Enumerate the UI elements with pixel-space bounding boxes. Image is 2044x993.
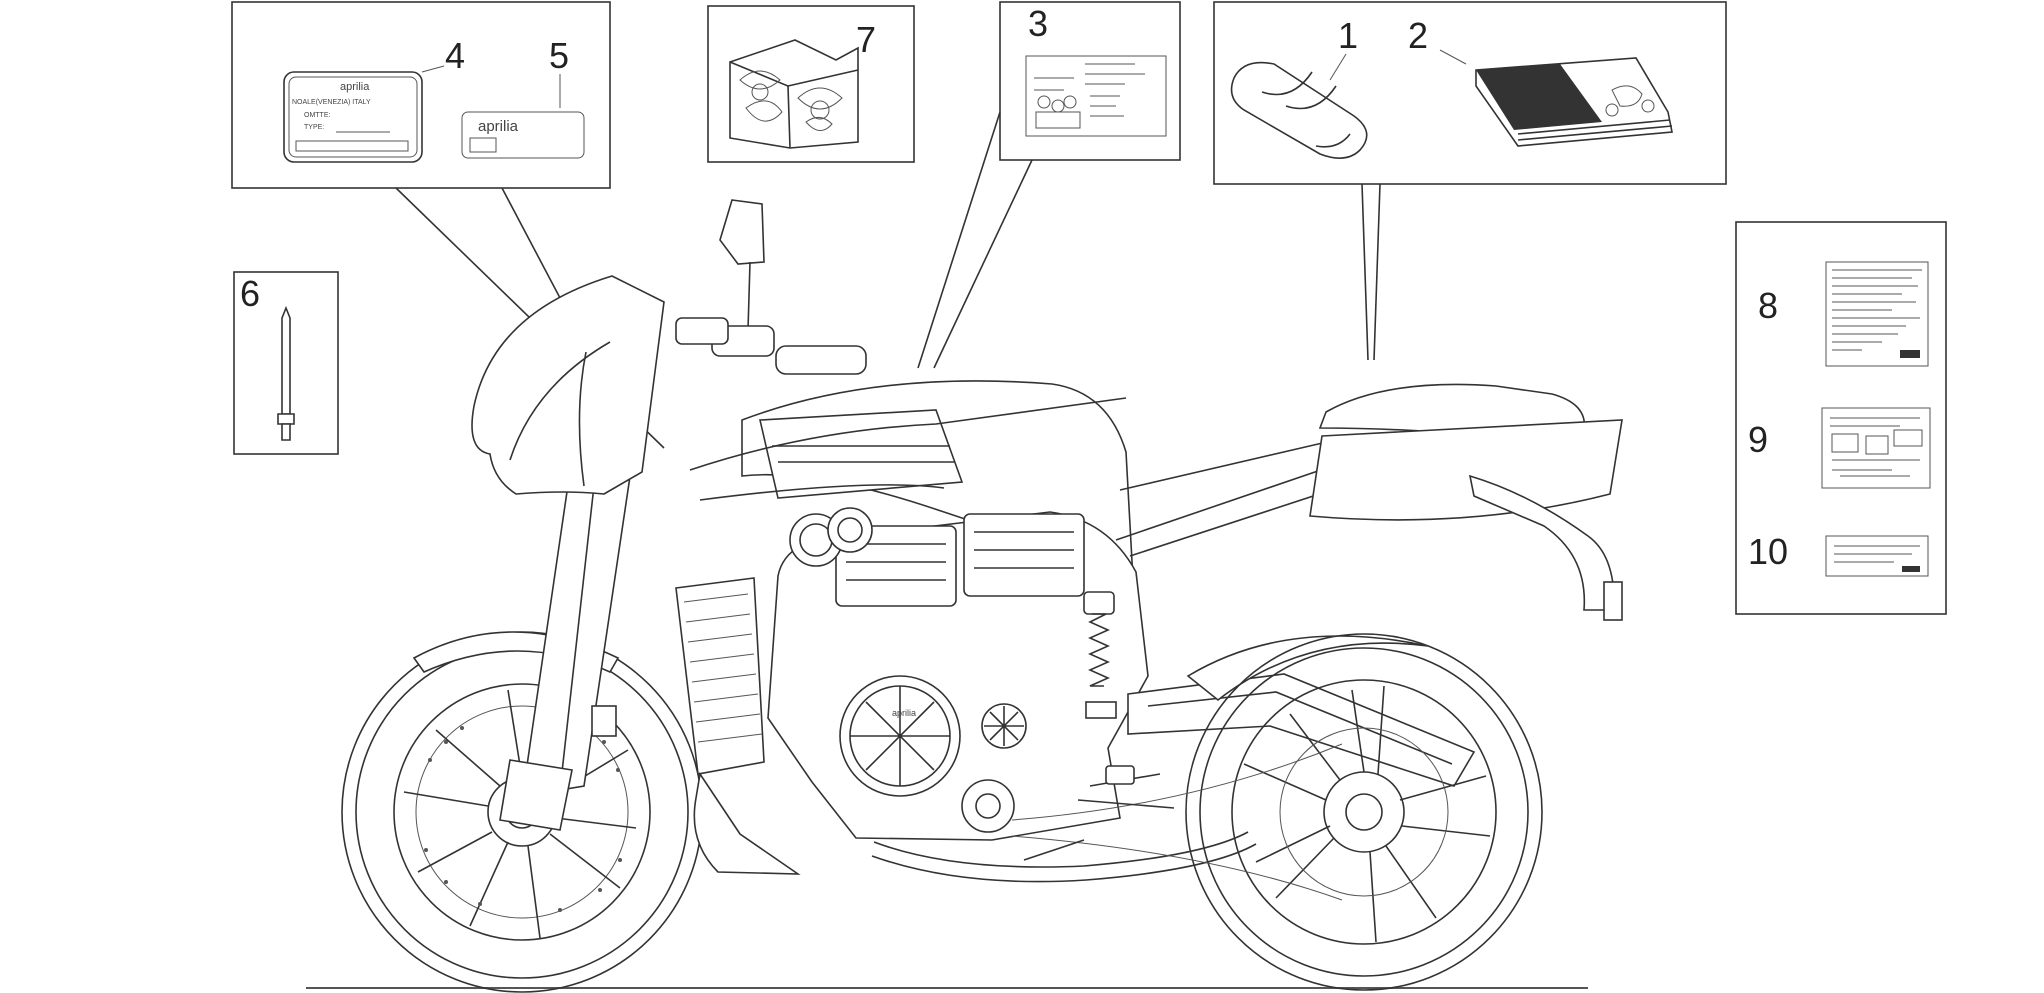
rear-view-mirror <box>719 199 765 331</box>
tool-pouch <box>1230 61 1368 159</box>
owners-manual <box>1475 57 1673 147</box>
callout-7: 7 <box>856 19 876 60</box>
badge-brand: aprilia <box>478 118 519 135</box>
identification-plate: aprilia NOALE(VENEZIA) ITALY OMTTE: TYPE… <box>283 71 423 163</box>
callout-box-gasket-kit: 7 <box>707 5 915 163</box>
front-fork <box>499 429 637 831</box>
callout-10: 10 <box>1748 531 1788 572</box>
radiator <box>675 577 765 775</box>
callout-box-6: 6 <box>233 271 339 455</box>
plate-field-2: TYPE: <box>304 124 324 131</box>
handlebar <box>675 317 867 375</box>
callout-1: 1 <box>1338 15 1358 56</box>
clutch-cover-brand: aprilia <box>892 708 916 718</box>
rear-shock <box>1083 591 1117 719</box>
plate-brand: aprilia <box>340 81 370 93</box>
swingarm <box>1127 673 1476 787</box>
engine: aprilia <box>767 507 1149 841</box>
warning-decal-10 <box>1825 535 1929 577</box>
motorcycle-illustration: aprilia <box>306 199 1623 993</box>
rear-wheel <box>1185 633 1543 991</box>
drive-chain <box>1011 743 1343 901</box>
callout-5: 5 <box>549 35 569 76</box>
callout-2: 2 <box>1408 15 1428 56</box>
aprilia-badge: aprilia <box>461 111 585 159</box>
plate-field-1: OMTTE: <box>304 112 330 119</box>
warning-decal-9 <box>1821 407 1931 489</box>
callout-9: 9 <box>1748 419 1768 460</box>
warning-decal-8 <box>1825 261 1929 367</box>
belly-pan <box>693 771 801 875</box>
callout-3: 3 <box>1028 3 1048 44</box>
callout-box-3: 3 <box>999 1 1181 161</box>
callout-8: 8 <box>1758 285 1778 326</box>
callout-box-labels: aprilia NOALE(VENEZIA) ITALY OMTTE: TYPE… <box>231 1 611 189</box>
callout-4: 4 <box>445 35 465 76</box>
front-fairing <box>471 275 665 495</box>
plate-maker-line: NOALE(VENEZIA) ITALY <box>292 99 371 106</box>
callout-6: 6 <box>240 273 260 314</box>
callout-box-decals: 8 9 10 <box>1735 221 1947 615</box>
callout-box-tools-manual: 1 2 <box>1213 1 1727 185</box>
